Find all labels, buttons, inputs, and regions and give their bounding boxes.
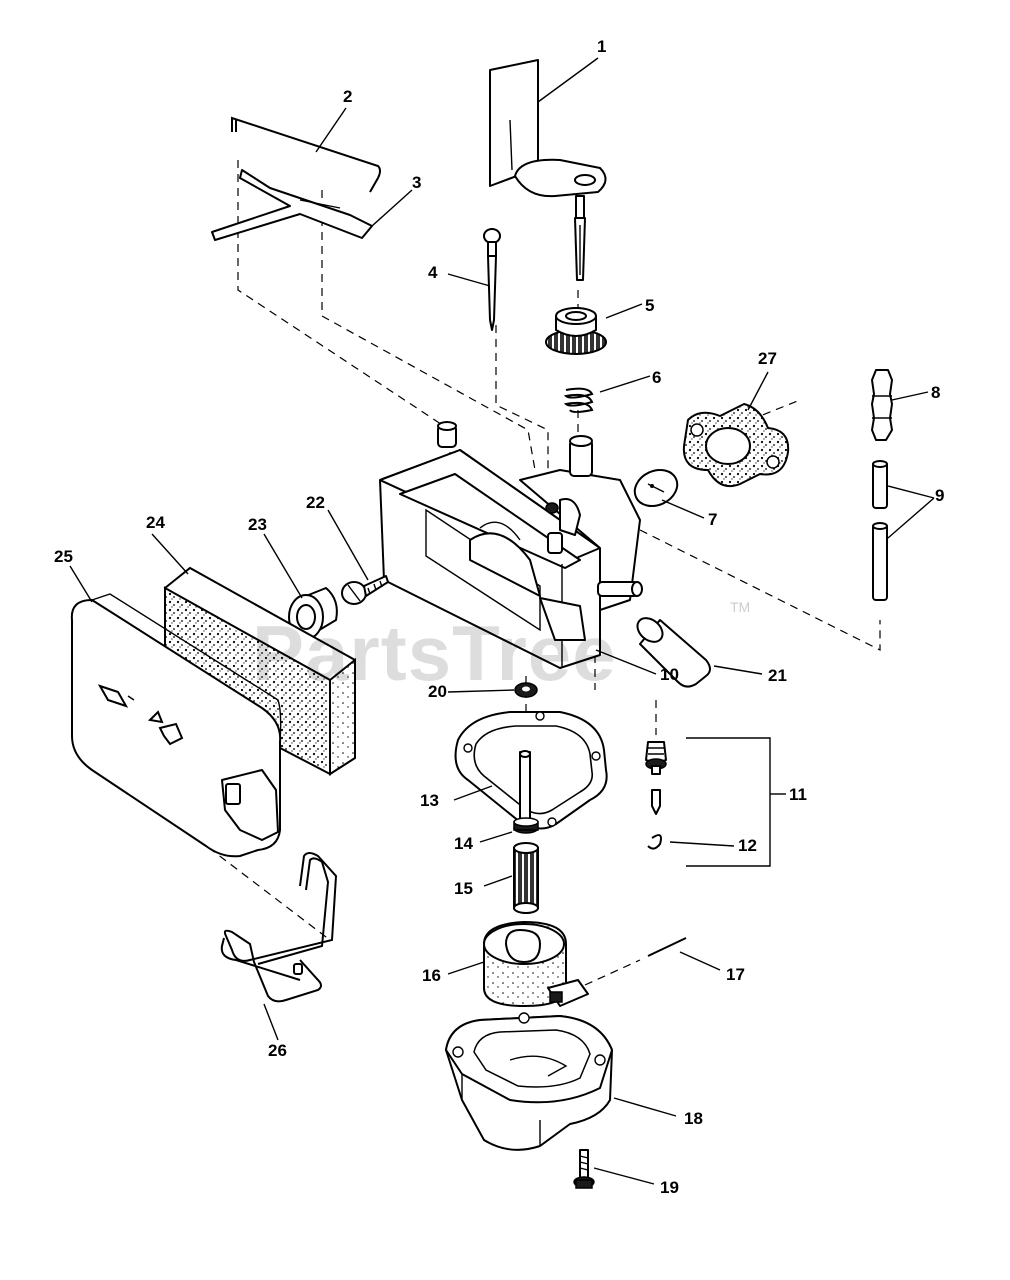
callout-12: 12 (738, 836, 757, 855)
part-25-air-cleaner-cover (70, 593, 282, 858)
part-18-float-bowl (445, 1012, 613, 1151)
part-7-cover-plate (633, 469, 679, 507)
part-4-needle-screw (483, 228, 501, 331)
callout-26: 26 (268, 1041, 287, 1060)
callout-22: 22 (306, 493, 325, 512)
callout-25: 25 (54, 547, 73, 566)
part-14-nozzle (513, 817, 539, 834)
part-13-bowl-gasket (454, 711, 608, 830)
callout-21: 21 (768, 666, 787, 685)
callout-8: 8 (931, 383, 940, 402)
callout-23: 23 (248, 515, 267, 534)
callout-19: 19 (660, 1178, 679, 1197)
callout-14: 14 (454, 834, 473, 853)
part-16-float (483, 920, 589, 1008)
callout-9: 9 (935, 486, 944, 505)
callout-1: 1 (597, 37, 606, 56)
leader-lines (69, 57, 935, 1185)
part-17-hinge-pin (647, 937, 687, 957)
part-26-retaining-bail (220, 852, 338, 1003)
part-20-washer (514, 682, 538, 698)
part-3-control-lever (211, 169, 373, 241)
part-15-jet-tube (513, 842, 539, 914)
callout-7: 7 (708, 510, 717, 529)
part-22-screw (341, 575, 389, 605)
callout-5: 5 (645, 296, 654, 315)
callout-17: 17 (726, 965, 745, 984)
callout-15: 15 (454, 879, 473, 898)
callout-16: 16 (422, 966, 441, 985)
watermark-trademark: TM (730, 599, 750, 615)
callout-10: 10 (660, 665, 679, 684)
part-1-throttle-lever (489, 59, 607, 281)
part-27-mounting-gasket (682, 402, 790, 488)
callout-4: 4 (428, 263, 438, 282)
watermark-text: PartsTree (252, 609, 617, 697)
callout-3: 3 (412, 173, 421, 192)
part-10-carburetor-body (379, 421, 643, 669)
callout-24: 24 (146, 513, 165, 532)
callout-labels: 1 2 3 4 5 6 7 8 9 10 11 12 13 14 15 16 1… (54, 37, 944, 1197)
callout-18: 18 (684, 1109, 703, 1128)
callout-13: 13 (420, 791, 439, 810)
part-9-tubes (872, 460, 888, 601)
part-19-bowl-screw (573, 1149, 595, 1189)
callout-11: 11 (789, 785, 807, 804)
part-5-adjustment-gear (545, 307, 607, 355)
part-21-fuel-tube (636, 617, 711, 688)
callout-20: 20 (428, 682, 447, 701)
part-6-spring (563, 387, 594, 413)
part-8-fitting (871, 369, 893, 441)
watermark: PartsTree TM (252, 599, 750, 697)
part-11-needle-seat-assembly (645, 737, 771, 867)
callout-27: 27 (758, 349, 777, 368)
callout-2: 2 (343, 87, 352, 106)
part-2-wire-link (231, 116, 381, 193)
callout-6: 6 (652, 368, 661, 387)
